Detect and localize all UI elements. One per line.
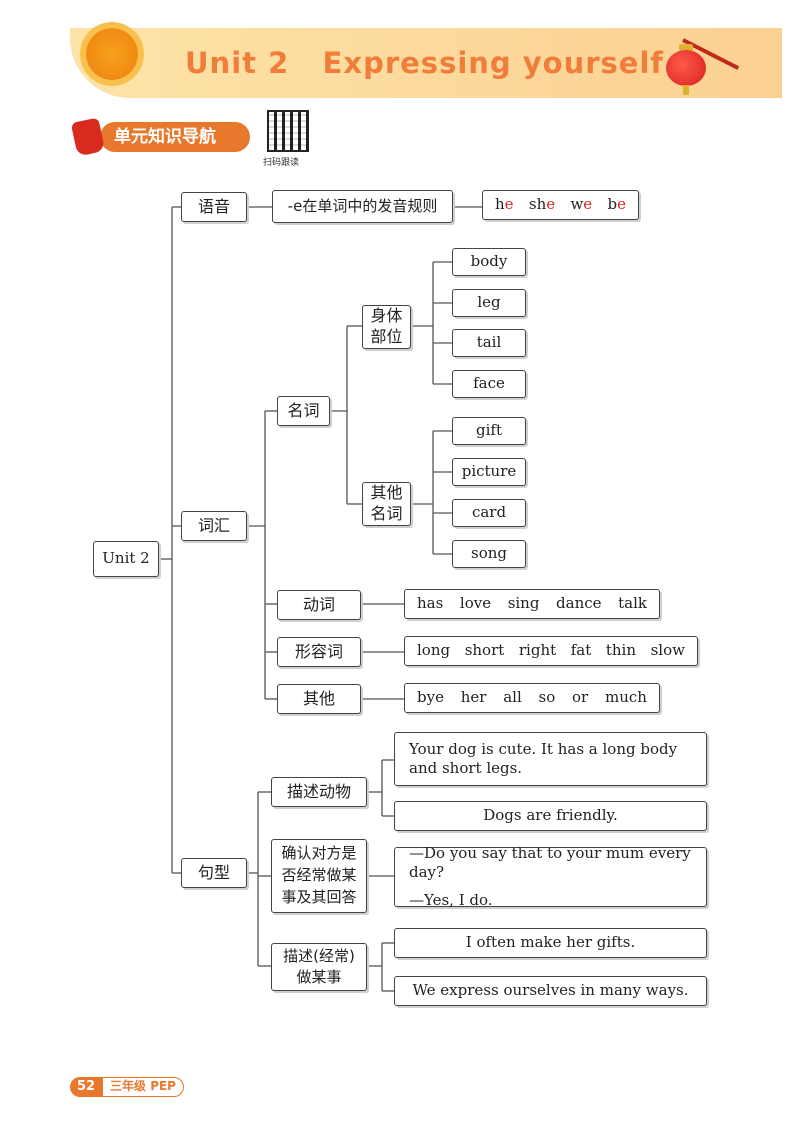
qr-code-icon[interactable]: [267, 110, 309, 152]
grade-label: 三年级 PEP: [102, 1077, 184, 1097]
phonics-node: 语音: [181, 192, 247, 222]
confirm-habit-node: 确认对方是否经常做某事及其回答: [271, 839, 367, 913]
sentence-box: I often make her gifts.: [394, 928, 707, 958]
other-word: or: [572, 688, 589, 707]
sentences-node: 句型: [181, 858, 247, 888]
verb-word: talk: [618, 594, 647, 613]
other-word: so: [538, 688, 556, 707]
phonics-word: we: [570, 195, 593, 214]
page-number: 52: [70, 1077, 102, 1097]
adjective-word: short: [464, 641, 505, 660]
page-title: Unit 2 Expressing yourself: [185, 46, 665, 80]
sentence-box: We express ourselves in many ways.: [394, 976, 707, 1006]
describe-animals-node: 描述动物: [271, 777, 367, 807]
answer-text: —Yes, I do.: [409, 890, 493, 909]
verb-word: has: [417, 594, 444, 613]
phonics-word: she: [528, 195, 556, 214]
verb-word: love: [459, 594, 492, 613]
question-text: —Do you say that to your mum every day?: [409, 843, 691, 882]
qr-label: 扫码跟读: [263, 158, 300, 168]
adjective-word: long: [417, 641, 451, 660]
other-word: bye: [417, 688, 444, 707]
phonics-words-node: he she we be: [482, 190, 639, 220]
noun-word: body: [452, 248, 526, 276]
sentence-box: Your dog is cute. It has a long body and…: [394, 732, 707, 786]
body-parts-node: 身体部位: [362, 305, 411, 349]
lantern-cap: [679, 44, 693, 51]
noun-word: card: [452, 499, 526, 527]
verb-word: sing: [507, 594, 540, 613]
verbs-words-node: has love sing dance talk: [404, 589, 660, 619]
other-nouns-node: 其他名词: [362, 482, 411, 526]
sun-icon: [86, 28, 138, 80]
verbs-node: 动词: [277, 590, 361, 620]
adjective-word: fat: [570, 641, 592, 660]
other-word: her: [460, 688, 487, 707]
highlight-e: e: [546, 195, 556, 214]
adjectives-words-node: long short right fat thin slow: [404, 636, 698, 666]
others-node: 其他: [277, 684, 361, 714]
noun-word: gift: [452, 417, 526, 445]
highlight-e: e: [504, 195, 514, 214]
highlight-e: e: [617, 195, 626, 214]
vocabulary-node: 词汇: [181, 511, 247, 541]
noun-word: tail: [452, 329, 526, 357]
dialogue-box: —Do you say that to your mum every day? …: [394, 843, 707, 909]
header-banner: [70, 28, 782, 98]
other-word: much: [604, 688, 647, 707]
nouns-node: 名词: [277, 396, 330, 426]
adjective-word: slow: [650, 641, 685, 660]
other-word: all: [503, 688, 522, 707]
noun-word: picture: [452, 458, 526, 486]
noun-word: song: [452, 540, 526, 568]
phonics-rule-node: -e在单词中的发音规则: [272, 190, 453, 223]
describe-often-node: 描述(经常)做某事: [271, 943, 367, 991]
verb-word: dance: [556, 594, 602, 613]
noun-word: leg: [452, 289, 526, 317]
adjectives-node: 形容词: [277, 637, 361, 667]
lantern-tassel: [683, 85, 689, 95]
lantern-icon: [666, 50, 706, 86]
phonics-word: he: [495, 195, 514, 214]
root-node: Unit 2: [93, 541, 159, 577]
others-words-node: bye her all so or much: [404, 683, 660, 713]
phonics-word: be: [607, 195, 626, 214]
noun-word: face: [452, 370, 526, 398]
adjective-word: thin: [605, 641, 637, 660]
sentence-text: Your dog is cute. It has a long body and…: [409, 739, 678, 778]
adjective-word: right: [518, 641, 557, 660]
section-label: 单元知识导航: [100, 122, 250, 152]
sentence-box: Dogs are friendly.: [394, 801, 707, 831]
highlight-e: e: [583, 195, 593, 214]
